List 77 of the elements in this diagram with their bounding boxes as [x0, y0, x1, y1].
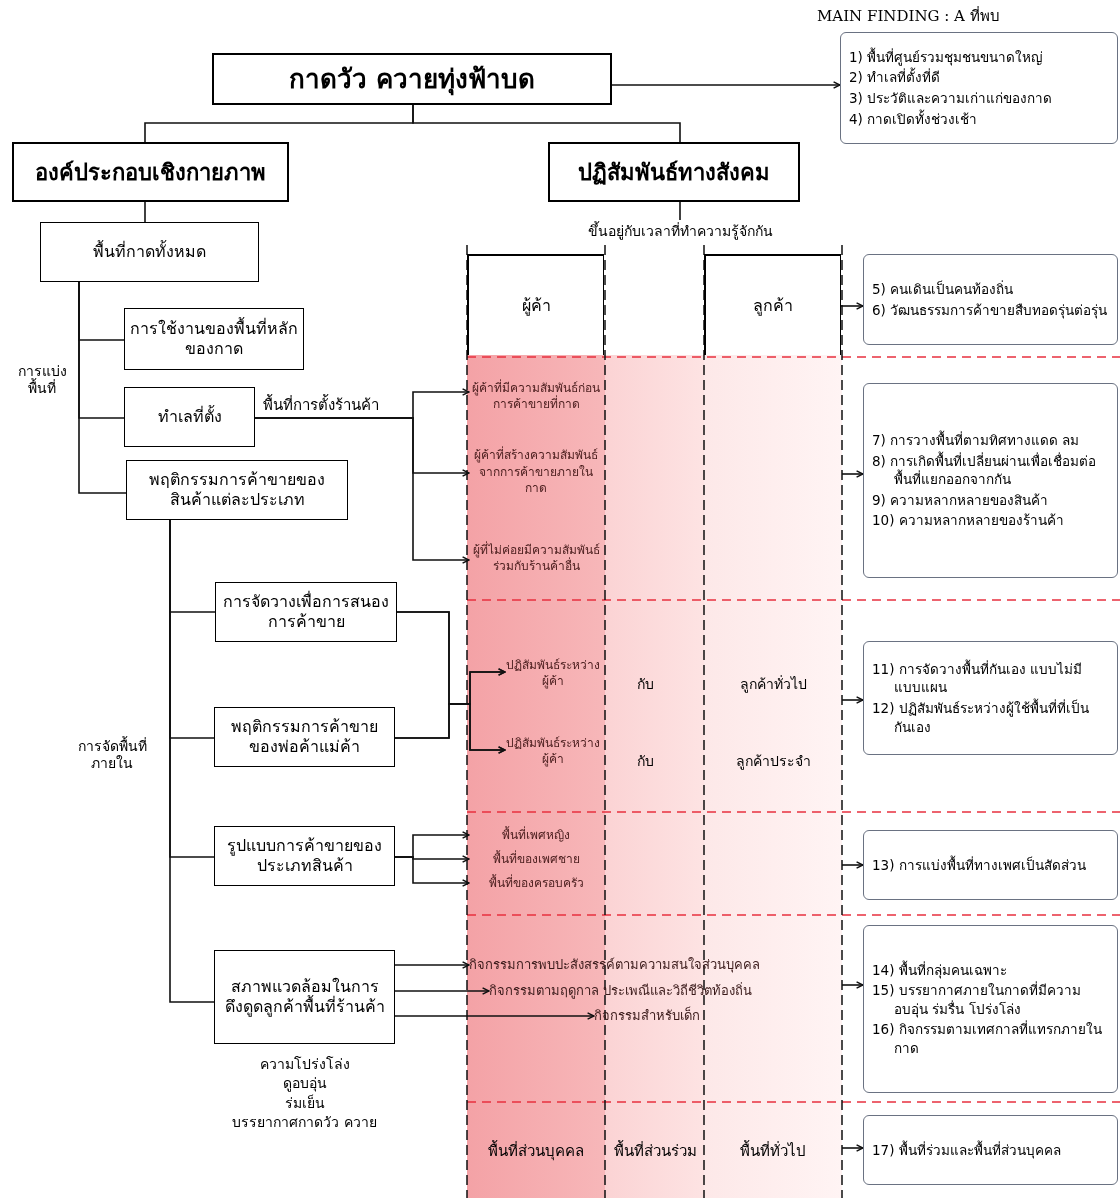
- arrow: [394, 703, 506, 754]
- finding-item: 2) ทำเลที่ตั้งที่ดี: [849, 67, 942, 88]
- category-box: องค์ประกอบเชิงกายภาพ: [12, 142, 289, 202]
- arrow: [611, 81, 841, 89]
- text-label: ลูกค้าทั่วไป: [738, 675, 808, 695]
- title-box: กาดวัว ควายทุ่งฟ้าบด: [212, 53, 612, 105]
- arrow: [394, 961, 470, 969]
- finding-item: 8) การเกิดพื้นที่เปลี่ยนผ่านเพื่อเชื่อมต่อพื้นที่แยกออกจากกัน: [872, 450, 1098, 490]
- connector-line: [78, 281, 127, 494]
- arrow: [841, 981, 864, 989]
- text-label: ขึ้นอยู่กับเวลาที่ทำความรู้จักกัน: [560, 220, 800, 242]
- text-label: พื้นที่ส่วนบุคคล: [469, 1122, 603, 1180]
- finding-item: 3) ประวัติและความเก่าแก่ของกาด: [849, 89, 1054, 108]
- arrow: [841, 696, 864, 704]
- text-label: การจัดพื้นที่ภายใน: [76, 735, 148, 773]
- text-label: พื้นที่ของครอบครัว: [469, 872, 603, 894]
- finding-box: [863, 1115, 1118, 1185]
- finding-heading: MAIN FINDING : A ที่พบ: [817, 6, 1000, 27]
- text-label: ลูกค้าประจำ: [734, 752, 812, 772]
- process-box: รูปแบบการค้าขายของประเภทสินค้า: [214, 826, 395, 886]
- finding-box: [863, 254, 1118, 345]
- arrow: [254, 417, 470, 564]
- process-box: การใช้งานของพื้นที่หลักของกาด: [124, 308, 304, 370]
- finding-box: [863, 641, 1118, 755]
- category-box: ปฏิสัมพันธ์ทางสังคม: [548, 142, 800, 202]
- process-box: พฤติกรรมการค้าขายของพ่อค้าแม่ค้า: [214, 707, 395, 767]
- text-label: พื้นที่ของเพศชาย: [469, 848, 603, 870]
- connector-line: [412, 104, 681, 143]
- arrow: [841, 861, 864, 869]
- finding-item: 14) พื้นที่กลุ่มคนเฉพาะ: [872, 959, 1008, 981]
- finding-item: 9) ความหลากหลายของสินค้า: [872, 490, 1050, 510]
- connector-line: [679, 201, 681, 221]
- arrow: [394, 856, 470, 887]
- text-label: ปฏิสัมพันธ์ระหว่างผู้ค้า: [505, 650, 600, 696]
- text-label: ผู้ค้าที่มีความสัมพันธ์ก่อนการค้าขายที่กาด: [469, 374, 603, 418]
- column-header: ผู้ค้า: [467, 254, 604, 355]
- column-header: ลูกค้า: [704, 254, 841, 355]
- finding-box: [863, 830, 1118, 900]
- finding-item: 17) พื้นที่ร่วมและพื้นที่ส่วนบุคคล: [872, 1139, 1062, 1161]
- finding-item: 6) วัฒนธรรมการค้าขายสืบทอดรุ่นต่อรุ่น: [872, 300, 1109, 321]
- text-label: กิจกรรมตามฤดูกาล ประเพณีและวิถีชีวิตท้องถิ่น: [489, 980, 834, 1002]
- finding-item: 16) กิจกรรมตามเทศกาลที่แทรกภายในกาด: [872, 1019, 1103, 1058]
- text-label: พื้นที่ส่วนร่วม: [607, 1122, 703, 1180]
- connector-line: [144, 201, 146, 223]
- text-label: พื้นที่เพศหญิง: [469, 824, 603, 846]
- note-text: บรรยากาศกาดวัว ควาย: [232, 1112, 377, 1132]
- finding-item: 11) การจัดวางพื้นที่กันเอง แบบไม่มีแบบแผน: [872, 658, 1084, 698]
- arrow: [394, 987, 490, 995]
- text-label: ผู้ที่ไม่ค่อยมีความสัมพันธ์ร่วมกับร้านค้าอื่น: [469, 520, 603, 596]
- process-box: ทำเลที่ตั้ง: [124, 387, 255, 447]
- text-label: การแบ่งพื้นที่: [16, 361, 68, 398]
- note-text: ความโปร่งโล่ง: [259, 1055, 350, 1074]
- process-box: พื้นที่กาดทั้งหมด: [40, 222, 259, 282]
- finding-item: 5) คนเดินเป็นคนท้องถิ่น: [872, 279, 1015, 299]
- text-label: กับ: [635, 675, 655, 695]
- finding-item: 4) กาดเปิดทั้งช่วงเช้า: [849, 108, 979, 129]
- finding-item: 1) พื้นที่ศูนย์รวมชุมชนขนาดใหญ่: [849, 46, 1045, 67]
- finding-item: 15) บรรยากาศภายในกาดที่มีความอบอุ่น ร่มรื่น โปร่งโล่ง: [872, 980, 1082, 1020]
- finding-box: [863, 383, 1118, 578]
- process-box: พฤติกรรมการค้าขายของสินค้าแต่ละประเภท: [126, 460, 348, 520]
- text-label: พื้นที่ทั่วไป: [706, 1122, 840, 1180]
- text-label: กับ: [635, 752, 655, 772]
- arrow: [841, 470, 864, 478]
- note-text: ร่มเย็น: [284, 1093, 325, 1113]
- text-label: ปฏิสัมพันธ์ระหว่างผู้ค้า: [505, 728, 600, 774]
- finding-item: 10) ความหลากหลายของร้านค้า: [872, 511, 1065, 531]
- note-text: ดูอบอุ่น: [282, 1074, 327, 1094]
- finding-box: [863, 925, 1118, 1093]
- arrow: [840, 302, 864, 310]
- finding-item: 12) ปฏิสัมพันธ์ระหว่างผู้ใช้พื้นที่ที่เป็นกันเอง: [872, 698, 1090, 737]
- process-box: การจัดวางเพื่อการสนองการค้าขาย: [215, 582, 397, 642]
- finding-item: 7) การวางพื้นที่ตามทิศทางแดด ลม: [872, 430, 1081, 451]
- arrow: [394, 1012, 595, 1020]
- finding-item: 13) การแบ่งพื้นที่ทางเพศเป็นสัดส่วน: [872, 854, 1087, 875]
- arrow: [841, 1144, 864, 1152]
- text-label: กิจกรรมการพบปะสังสรรค์ตามความสนใจส่วนบุคคล: [469, 954, 841, 976]
- text-label: ผู้ค้าที่สร้างความสัมพันธ์จากการค้าขายภายในกาด: [469, 434, 603, 510]
